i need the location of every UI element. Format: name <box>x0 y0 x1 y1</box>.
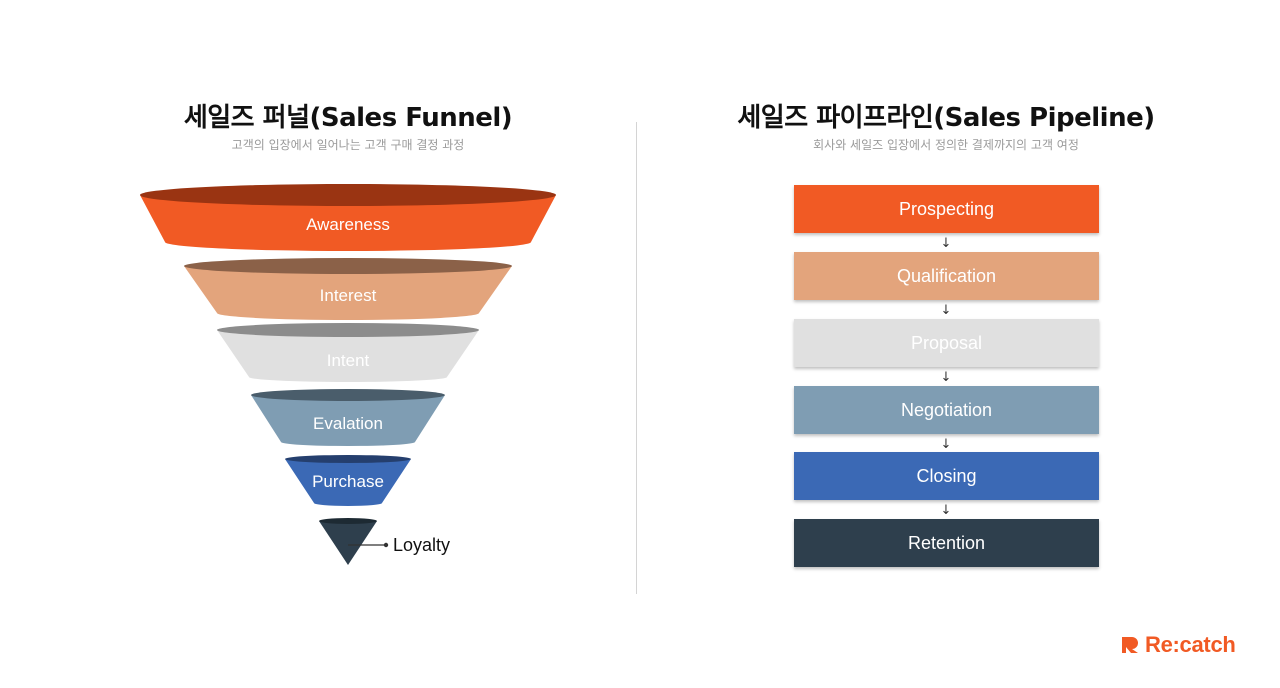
down-arrow-icon: ↓ <box>940 303 952 318</box>
funnel-label-awareness: Awareness <box>306 215 390 234</box>
recatch-logo-icon <box>1122 637 1138 653</box>
pipeline-stage-proposal: Proposal <box>794 319 1099 367</box>
funnel-label-interest: Interest <box>320 286 377 305</box>
down-arrow-icon: ↓ <box>940 236 952 251</box>
pipeline-stage-negotiation: Negotiation <box>794 386 1099 434</box>
funnel-stage-evalation: Evalation <box>251 389 445 446</box>
funnel-label-evalation: Evalation <box>313 414 383 433</box>
funnel-subtitle: 고객의 입장에서 일어나는 고객 구매 결정 과정 <box>231 138 465 152</box>
pipeline-title: 세일즈 파이프라인(Sales Pipeline) <box>737 103 1155 133</box>
down-arrow-icon: ↓ <box>940 370 952 385</box>
funnel-stage-loyalty <box>319 518 377 565</box>
funnel-stage-purchase: Purchase <box>285 455 411 506</box>
loyalty-pointer-dot <box>383 542 389 548</box>
down-arrow-icon: ↓ <box>940 437 952 452</box>
pipeline-stage-qualification: Qualification <box>794 252 1099 300</box>
divider <box>636 122 637 594</box>
funnel-label-purchase: Purchase <box>312 472 384 491</box>
pipeline-stage-prospecting: Prospecting <box>794 185 1099 233</box>
funnel-stage-awareness: Awareness <box>140 184 556 251</box>
funnel-stage-intent: Intent <box>217 323 479 382</box>
funnel-stage-interest: Interest <box>184 258 512 320</box>
funnel-label-loyalty: Loyalty <box>393 535 450 555</box>
brand-logo: Re:catch <box>1122 631 1236 659</box>
pipeline-stage-retention: Retention <box>794 519 1099 567</box>
pipeline-subtitle: 회사와 세일즈 입장에서 정의한 결제까지의 고객 여정 <box>813 138 1079 152</box>
sales-funnel-diagram: AwarenessInterestIntentEvalationPurchase… <box>140 184 556 565</box>
funnel-title: 세일즈 퍼널(Sales Funnel) <box>183 103 513 133</box>
funnel-label-intent: Intent <box>327 351 370 370</box>
pipeline-stage-closing: Closing <box>794 452 1099 500</box>
down-arrow-icon: ↓ <box>940 503 952 518</box>
brand-name: Re:catch <box>1145 632 1236 657</box>
